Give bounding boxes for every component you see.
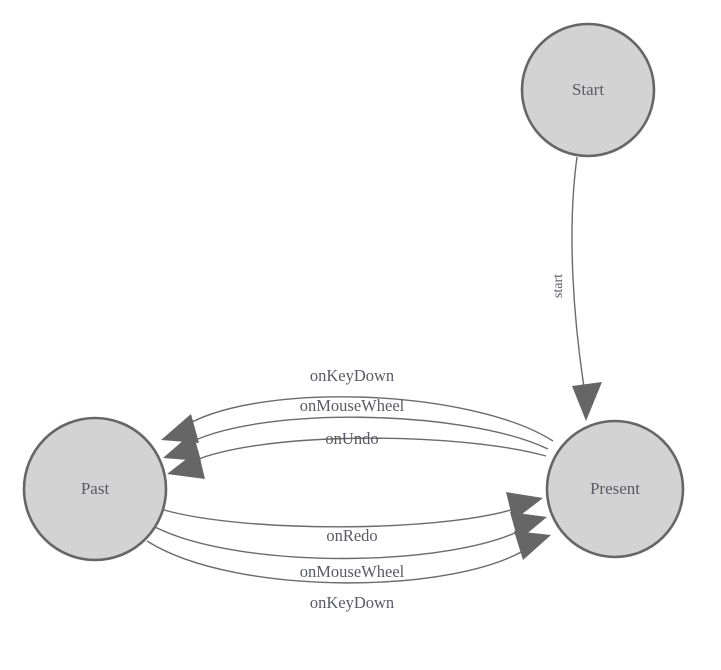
arrowhead-present-past-undo bbox=[167, 450, 205, 479]
edge-present-to-past-onmousewheel[interactable]: onMouseWheel bbox=[163, 396, 549, 461]
arrowhead-start-present bbox=[572, 382, 602, 421]
edge-path-present-past-undo bbox=[186, 437, 547, 465]
edge-path-present-past-wheel bbox=[181, 416, 549, 450]
node-past-label: Past bbox=[81, 479, 110, 498]
edge-start-to-present[interactable]: start bbox=[551, 156, 602, 421]
edge-past-to-present-onmousewheel[interactable]: onMouseWheel bbox=[154, 512, 547, 581]
node-start-label: Start bbox=[572, 80, 604, 99]
node-start[interactable]: Start bbox=[520, 22, 656, 158]
edge-past-to-present-onredo[interactable]: onRedo bbox=[163, 492, 543, 545]
node-present-circle bbox=[545, 419, 685, 559]
edge-label-present-past-keydown: onKeyDown bbox=[310, 366, 394, 385]
edge-label-present-past-wheel: onMouseWheel bbox=[300, 396, 405, 415]
edge-path-past-present-wheel bbox=[154, 526, 528, 560]
edge-label-past-present-wheel: onMouseWheel bbox=[300, 562, 405, 581]
node-past-circle bbox=[22, 416, 168, 562]
edge-path-present-past-keydown bbox=[179, 396, 554, 442]
edge-path-past-present-keydown bbox=[146, 540, 532, 584]
node-present-label: Present bbox=[590, 479, 640, 498]
edge-label-past-present-keydown: onKeyDown bbox=[310, 593, 394, 612]
edge-path-start-present bbox=[571, 156, 587, 401]
arrowhead-present-past-wheel bbox=[163, 432, 201, 461]
edge-path-past-present-redo bbox=[163, 505, 524, 528]
arrowhead-past-present-keydown bbox=[514, 531, 551, 560]
edge-label-start: start bbox=[551, 274, 566, 298]
edge-label-present-past-undo: onUndo bbox=[325, 429, 378, 448]
edge-past-to-present-onkeydown[interactable]: onKeyDown bbox=[146, 531, 551, 612]
node-past[interactable]: Past bbox=[22, 416, 168, 562]
edge-label-past-present-redo: onRedo bbox=[326, 526, 377, 545]
node-start-circle bbox=[520, 22, 656, 158]
node-present[interactable]: Present bbox=[545, 419, 685, 559]
edge-present-to-past-onundo[interactable]: onUndo bbox=[167, 429, 547, 479]
